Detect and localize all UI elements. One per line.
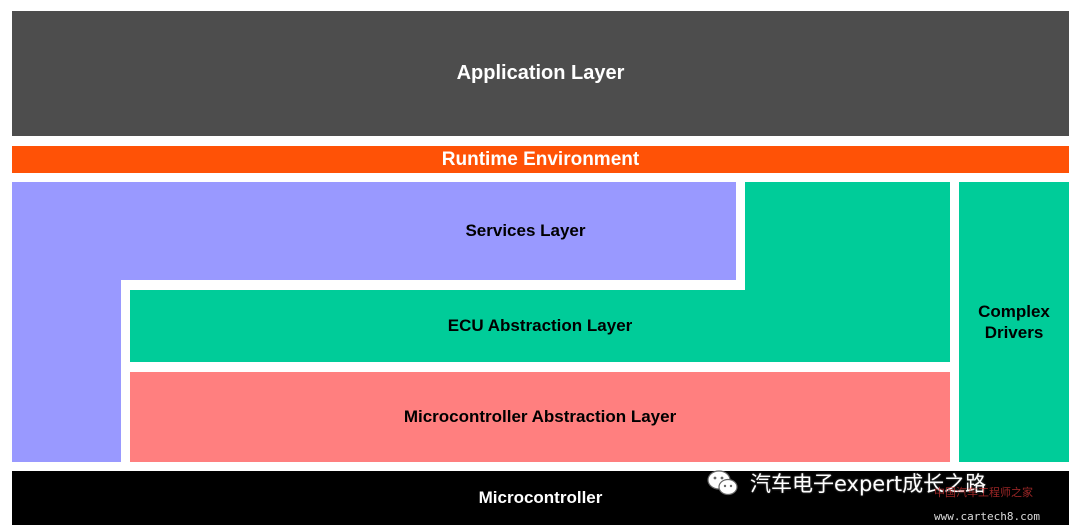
complex-drivers-label-line1: Complex: [978, 302, 1050, 321]
complex-drivers-label-line2: Drivers: [984, 323, 1044, 342]
services-layer-label: Services Layer: [465, 221, 586, 240]
microcontroller-abstraction-layer-label: Microcontroller Abstraction Layer: [403, 407, 677, 426]
ecu-abstraction-layer-label: ECU Abstraction Layer: [447, 316, 633, 335]
application-layer-label: Application Layer: [456, 62, 625, 84]
services-layer-left: [12, 280, 121, 462]
wechat-icon: [707, 470, 738, 496]
watermark-site-url: www.cartech8.com: [934, 510, 1040, 523]
runtime-environment-label: Runtime Environment: [441, 148, 640, 170]
watermark: 汽车电子expert成长之路: [706, 466, 986, 500]
watermark-text: 汽车电子expert成长之路: [750, 472, 987, 496]
microcontroller: Microcontroller: [12, 471, 1069, 525]
services-layer-top: [12, 182, 736, 280]
complex-drivers: Complex Drivers: [959, 182, 1069, 462]
ecu-abstraction-layer: ECU Abstraction Layer: [130, 290, 950, 362]
microcontroller-label: Microcontroller: [478, 488, 603, 507]
watermark-site-name: 中国汽车工程师之家: [934, 486, 1033, 499]
runtime-environment: Runtime Environment: [12, 146, 1069, 173]
application-layer: Application Layer: [12, 11, 1069, 136]
microcontroller-abstraction-layer: Microcontroller Abstraction Layer: [130, 372, 950, 462]
